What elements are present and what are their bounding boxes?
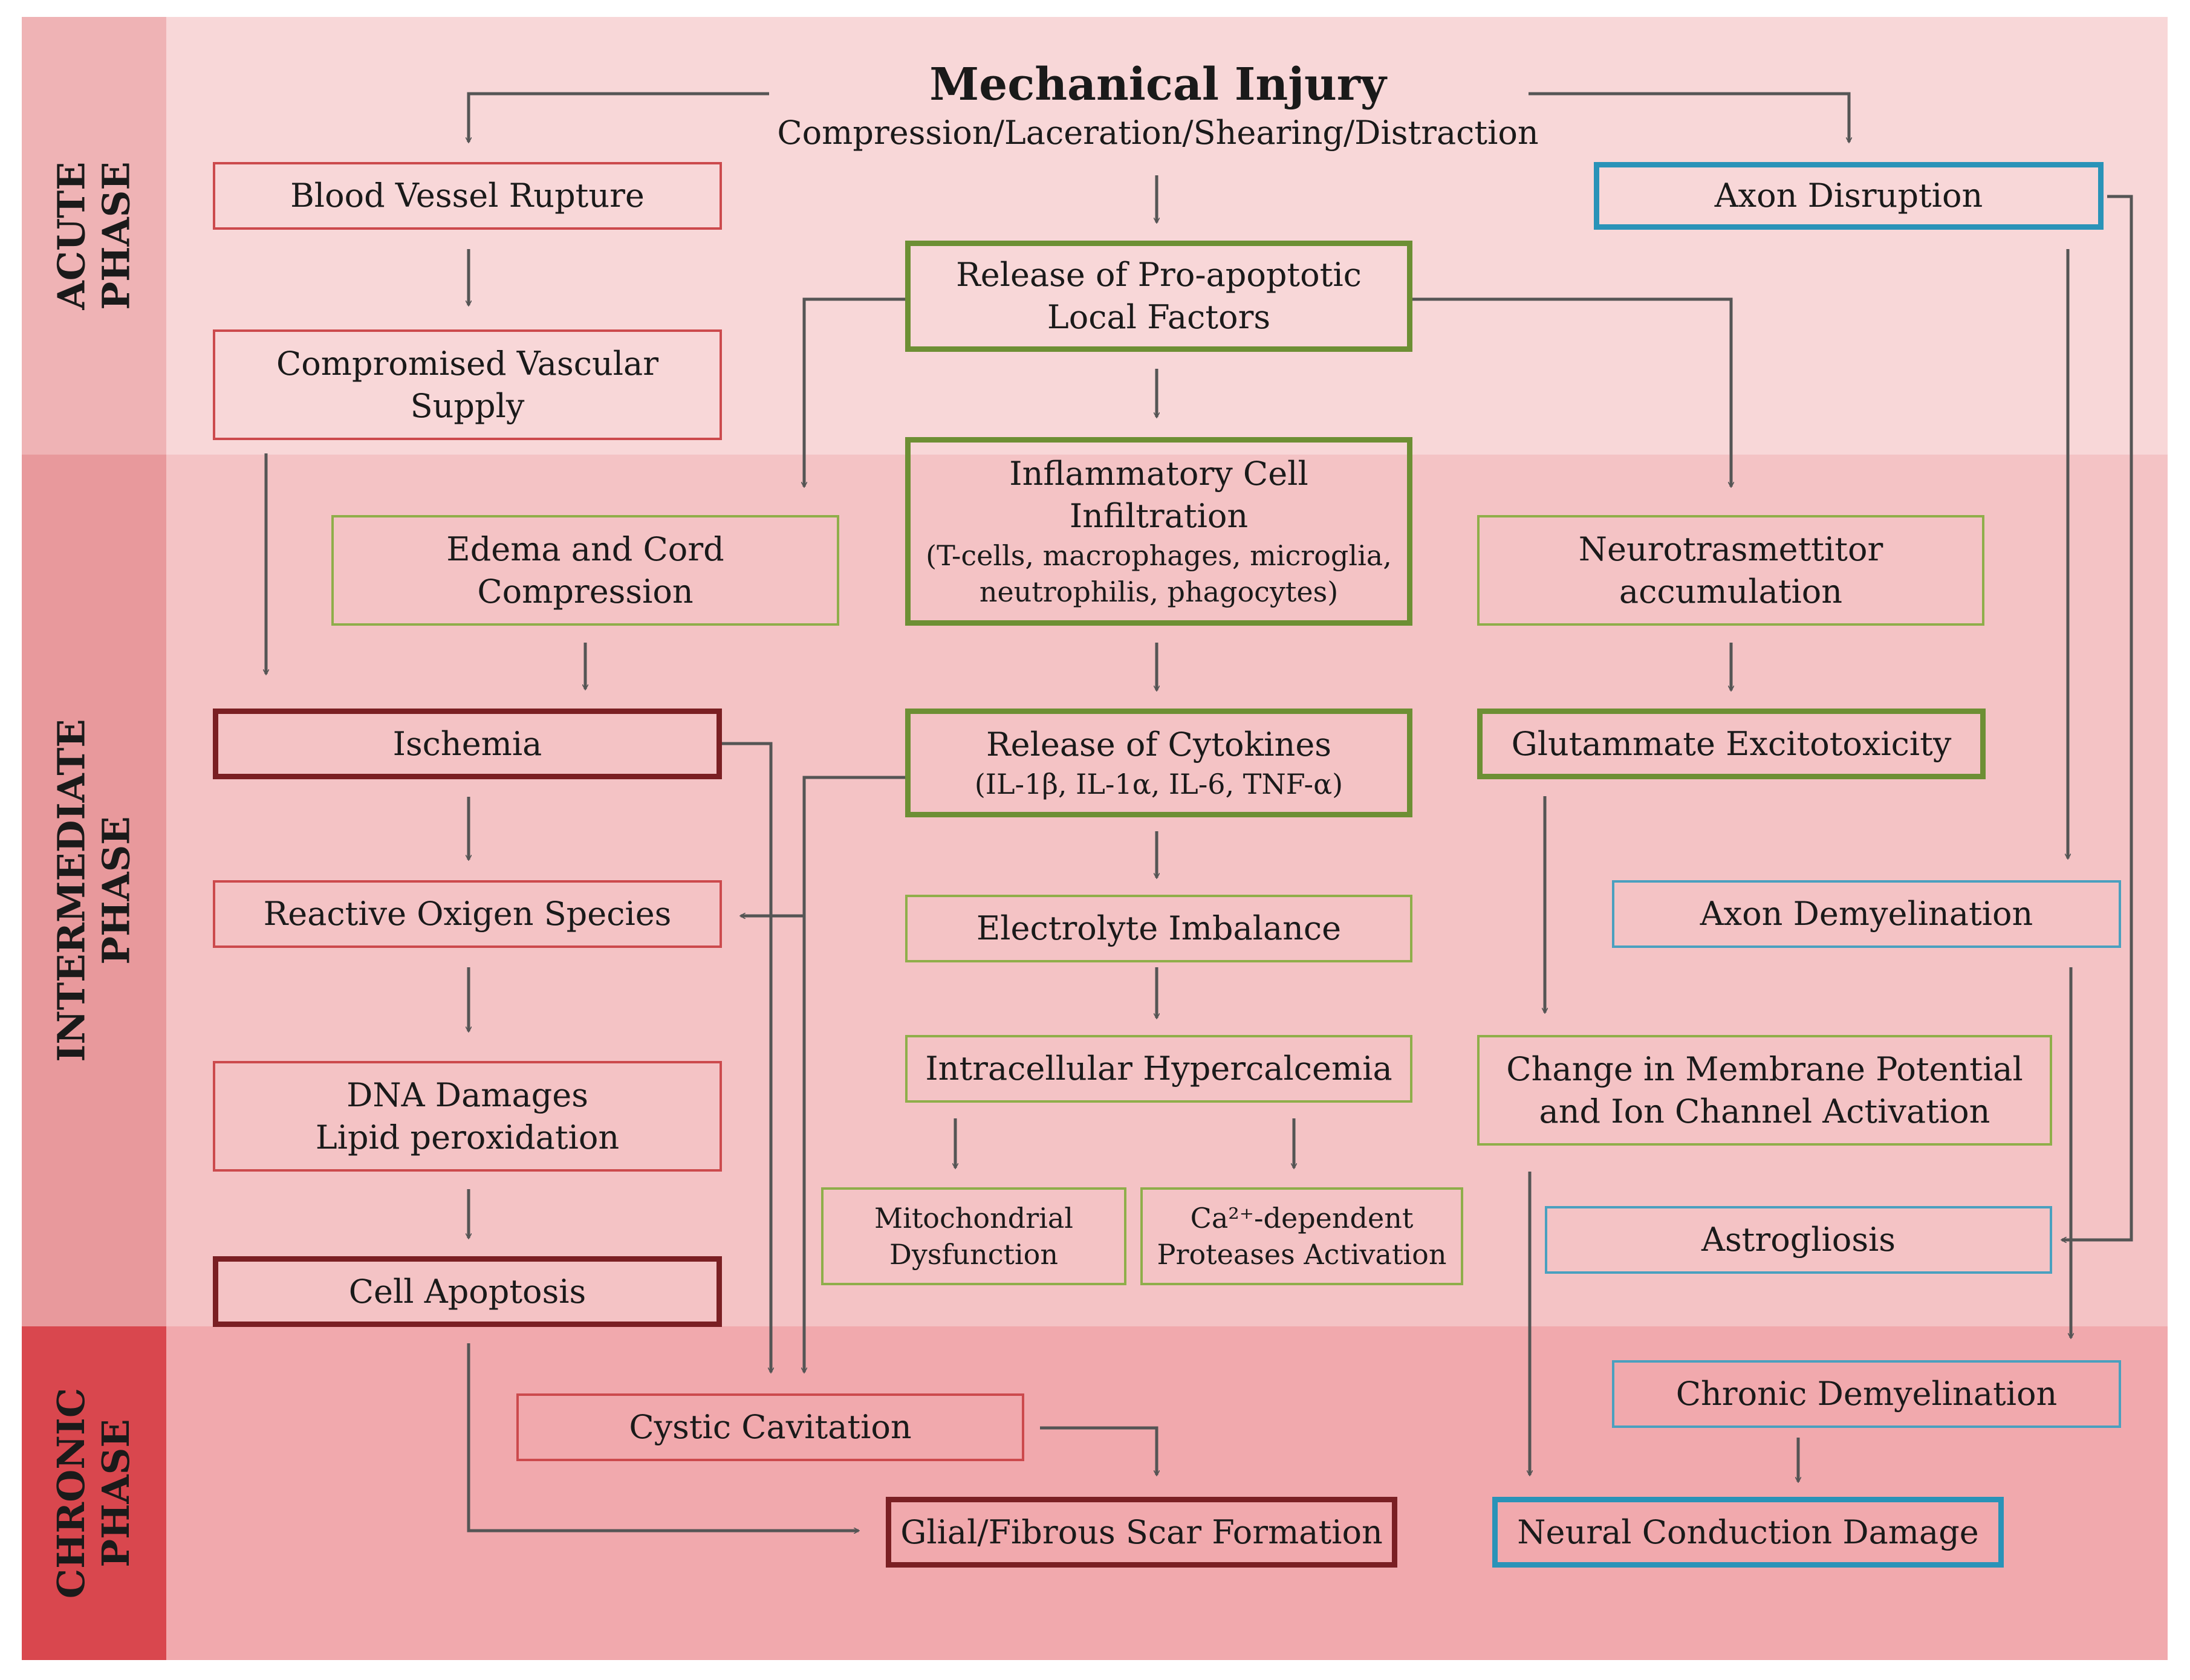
cell-apoptosis-box: Cell Apoptosis xyxy=(213,1256,722,1327)
compromised-vascular-supply-box: Compromised Vascular Supply xyxy=(213,329,722,440)
intermediate-phase-band xyxy=(166,455,2168,1326)
mitochondrial-dysfunction-box: Mitochondrial Dysfunction xyxy=(821,1187,1126,1285)
arrow-injury-to-axon xyxy=(1529,92,1849,142)
pro-apoptotic-line-1: Release of Pro-apoptotic xyxy=(956,256,1362,294)
arrow-axon-to-astrogliosis xyxy=(2062,195,2133,1240)
ischemia-box: Ischemia xyxy=(213,709,722,779)
inflammatory-line-2: Infiltration xyxy=(1069,497,1249,535)
cystic-cavitation-label: Cystic Cavitation xyxy=(629,1408,912,1446)
axon-disruption-box: Axon Disruption xyxy=(1594,162,2104,230)
acute-phase-sidebar: ACUTE PHASE xyxy=(22,17,166,455)
dna-damage-box: DNA Damages Lipid peroxidation xyxy=(213,1061,722,1172)
ros-label: Reactive Oxigen Species xyxy=(263,895,672,933)
dna-damage-line-1: DNA Damages xyxy=(346,1075,588,1114)
axon-demyelination-box: Axon Demyelination xyxy=(1612,880,2121,948)
astrogliosis-box: Astrogliosis xyxy=(1545,1206,2052,1274)
membrane-line-1: Change in Membrane Potential xyxy=(1506,1049,2023,1088)
compromised-vascular-line-1: Compromised Vascular xyxy=(276,344,659,383)
cytokines-release-box: Release of Cytokines (IL-1β, IL-1α, IL-6… xyxy=(905,709,1412,817)
ca-proteases-line-1: Ca²⁺-dependent xyxy=(1190,1202,1414,1234)
arrow-pro-apoptotic-to-edema xyxy=(804,297,905,487)
compromised-vascular-line-2: Supply xyxy=(410,386,525,425)
axon-demyelination-label: Axon Demyelination xyxy=(1700,895,2033,933)
cytokines-line-2: (IL-1β, IL-1α, IL-6, TNF-α) xyxy=(974,768,1344,800)
inflammatory-line-1: Inflammatory Cell xyxy=(1009,455,1308,493)
diagram-header: Mechanical Injury Compression/Laceration… xyxy=(695,57,1620,154)
edema-line-2: Compression xyxy=(477,572,694,611)
inflammatory-line-3: (T-cells, macrophages, microglia, xyxy=(926,539,1392,572)
intermediate-phase-sidebar: INTERMEDIATE PHASE xyxy=(22,455,166,1326)
chronic-phase-sidebar: CHRONIC PHASE xyxy=(22,1326,166,1660)
inflammatory-infiltration-box: Inflammatory Cell Infiltration (T-cells,… xyxy=(905,437,1412,626)
reactive-oxygen-species-box: Reactive Oxigen Species xyxy=(213,880,722,948)
chronic-phase-band xyxy=(166,1326,2168,1660)
blood-vessel-rupture-box: Blood Vessel Rupture xyxy=(213,162,722,230)
neurotransmitter-accumulation-box: Neurotrasmettitor accumulation xyxy=(1477,515,1984,626)
ca-proteases-activation-box: Ca²⁺-dependent Proteases Activation xyxy=(1140,1187,1463,1285)
cytokines-line-1: Release of Cytokines xyxy=(986,725,1331,764)
axon-disruption-label: Axon Disruption xyxy=(1714,177,1983,215)
arrow-pro-apoptotic-to-neuro xyxy=(1412,297,1731,487)
neural-conduction-label: Neural Conduction Damage xyxy=(1517,1513,1979,1551)
arrow-cytokines-to-ros xyxy=(741,776,905,916)
arrow-ischemia-to-cystic xyxy=(721,742,771,1372)
hypercalcemia-label: Intracellular Hypercalcemia xyxy=(925,1049,1392,1088)
acute-phase-band xyxy=(166,17,2168,455)
neural-conduction-damage-box: Neural Conduction Damage xyxy=(1492,1497,2004,1568)
dna-damage-line-2: Lipid peroxidation xyxy=(315,1118,620,1156)
edema-line-1: Edema and Cord xyxy=(446,530,724,568)
neurotransmitter-line-2: accumulation xyxy=(1619,572,1843,611)
glial-scar-formation-box: Glial/Fibrous Scar Formation xyxy=(886,1497,1397,1568)
diagram-subtitle: Compression/Laceration/Shearing/Distract… xyxy=(777,114,1539,152)
arrow-apoptosis-to-scar xyxy=(467,1343,859,1531)
blood-vessel-rupture-label: Blood Vessel Rupture xyxy=(290,177,645,215)
edema-compression-box: Edema and Cord Compression xyxy=(331,515,839,626)
mitochondrial-line-1: Mitochondrial xyxy=(874,1202,1073,1234)
cystic-cavitation-box: Cystic Cavitation xyxy=(516,1393,1024,1461)
chronic-demyelination-label: Chronic Demyelination xyxy=(1675,1375,2058,1413)
diagram-title: Mechanical Injury xyxy=(929,59,1386,111)
ca-proteases-line-2: Proteases Activation xyxy=(1157,1238,1447,1271)
inflammatory-line-4: neutrophilis, phagocytes) xyxy=(979,576,1339,608)
pro-apoptotic-factors-box: Release of Pro-apoptotic Local Factors xyxy=(905,241,1412,352)
ischemia-label: Ischemia xyxy=(392,724,542,763)
pro-apoptotic-line-2: Local Factors xyxy=(1047,298,1271,336)
arrow-injury-to-blood-vessel xyxy=(469,92,769,142)
glutamate-label: Glutammate Excitotoxicity xyxy=(1511,724,1952,763)
glutamate-excitotoxicity-box: Glutammate Excitotoxicity xyxy=(1477,709,1986,779)
astrogliosis-label: Astrogliosis xyxy=(1701,1221,1896,1259)
arrow-cystic-to-scar xyxy=(1040,1426,1157,1475)
membrane-potential-box: Change in Membrane Potential and Ion Cha… xyxy=(1477,1035,2052,1146)
neurotransmitter-line-1: Neurotrasmettitor xyxy=(1578,530,1883,568)
mitochondrial-line-2: Dysfunction xyxy=(889,1238,1059,1271)
chronic-demyelination-box: Chronic Demyelination xyxy=(1612,1360,2121,1428)
glial-scar-label: Glial/Fibrous Scar Formation xyxy=(900,1513,1383,1551)
electrolyte-label: Electrolyte Imbalance xyxy=(976,909,1342,947)
intracellular-hypercalcemia-box: Intracellular Hypercalcemia xyxy=(905,1035,1412,1103)
cell-apoptosis-label: Cell Apoptosis xyxy=(348,1272,586,1311)
membrane-line-2: and Ion Channel Activation xyxy=(1539,1092,1990,1130)
electrolyte-imbalance-box: Electrolyte Imbalance xyxy=(905,895,1412,962)
